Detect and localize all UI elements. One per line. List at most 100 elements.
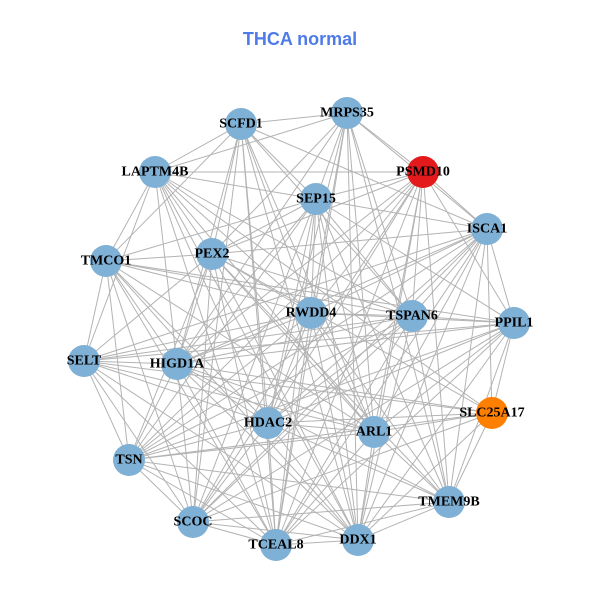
node-circle bbox=[331, 97, 363, 129]
edge-ppil1-arl1 bbox=[373, 322, 515, 433]
edge-tmco1-rwdd4 bbox=[105, 260, 312, 314]
edge-slc25a17-tsn bbox=[128, 412, 493, 461]
edge-scfd1-isca1 bbox=[240, 123, 488, 230]
edge-mrps35-psmd10 bbox=[346, 112, 424, 173]
edge-selt-ddx1 bbox=[83, 360, 359, 541]
edge-rwdd4-selt bbox=[83, 312, 312, 362]
node-circle bbox=[90, 245, 122, 277]
edge-ppil1-selt bbox=[83, 322, 515, 362]
node-slc25a17[interactable]: SLC25A17 bbox=[459, 397, 525, 429]
node-label: TMEM9B bbox=[418, 495, 479, 510]
edge-tsn-ddx1 bbox=[128, 459, 359, 541]
edge-higd1a-arl1 bbox=[176, 363, 375, 433]
edge-tmem9b-tceal8 bbox=[275, 501, 450, 546]
edge-arl1-tceal8 bbox=[275, 431, 375, 546]
node-tceal8[interactable]: TCEAL8 bbox=[248, 529, 304, 561]
edge-pex2-scoc bbox=[192, 253, 213, 523]
node-circle bbox=[225, 108, 257, 140]
node-tspan6[interactable]: TSPAN6 bbox=[386, 300, 438, 332]
edge-mrps35-hdac2 bbox=[267, 112, 348, 424]
node-circle bbox=[177, 506, 209, 538]
node-label: ARL1 bbox=[356, 425, 393, 440]
node-tmco1[interactable]: TMCO1 bbox=[81, 245, 132, 277]
node-label: TSN bbox=[115, 453, 142, 468]
edge-mrps35-pex2 bbox=[211, 112, 348, 255]
node-psmd10[interactable]: PSMD10 bbox=[396, 156, 450, 188]
edge-tmco1-tspan6 bbox=[105, 260, 413, 317]
node-circle bbox=[139, 156, 171, 188]
node-ddx1[interactable]: DDX1 bbox=[339, 524, 377, 556]
edge-sep15-tmco1 bbox=[105, 198, 317, 262]
edge-sep15-scoc bbox=[192, 198, 317, 523]
edge-tmco1-scoc bbox=[105, 260, 194, 523]
node-tmem9b[interactable]: TMEM9B bbox=[418, 486, 480, 518]
edge-tmco1-ppil1 bbox=[105, 260, 515, 324]
edge-scfd1-tspan6 bbox=[240, 123, 413, 317]
edge-higd1a-ddx1 bbox=[176, 363, 359, 541]
edge-tmem9b-scoc bbox=[192, 501, 450, 523]
edge-psmd10-scoc bbox=[192, 171, 424, 523]
edge-isca1-hdac2 bbox=[267, 228, 488, 424]
node-pex2[interactable]: PEX2 bbox=[195, 238, 230, 270]
edge-tmco1-tsn bbox=[105, 260, 130, 461]
edge-rwdd4-tceal8 bbox=[275, 312, 312, 546]
node-scfd1[interactable]: SCFD1 bbox=[219, 108, 263, 140]
edge-tspan6-tmem9b bbox=[411, 315, 450, 503]
node-circle bbox=[196, 238, 228, 270]
edge-slc25a17-scoc bbox=[192, 412, 493, 523]
edge-psmd10-rwdd4 bbox=[310, 171, 424, 314]
edge-scfd1-pex2 bbox=[211, 123, 242, 255]
node-isca1[interactable]: ISCA1 bbox=[467, 213, 507, 245]
node-tsn[interactable]: TSN bbox=[113, 444, 145, 476]
edge-arl1-tsn bbox=[128, 431, 375, 461]
edge-higd1a-tmem9b bbox=[176, 363, 450, 503]
node-hdac2[interactable]: HDAC2 bbox=[244, 407, 292, 439]
edge-tspan6-tsn bbox=[128, 315, 413, 461]
node-label: SLC25A17 bbox=[459, 406, 524, 421]
node-sep15[interactable]: SEP15 bbox=[296, 183, 336, 215]
edge-mrps35-scfd1 bbox=[240, 112, 348, 125]
edge-tspan6-scoc bbox=[192, 315, 413, 523]
node-circle bbox=[476, 397, 508, 429]
edge-isca1-selt bbox=[83, 228, 488, 362]
edge-mrps35-rwdd4 bbox=[310, 112, 348, 314]
edge-pex2-ddx1 bbox=[211, 253, 359, 541]
edge-scfd1-arl1 bbox=[240, 123, 375, 433]
node-selt[interactable]: SELT bbox=[67, 345, 102, 377]
edge-sep15-tsn bbox=[128, 198, 317, 461]
edge-scfd1-tceal8 bbox=[240, 123, 277, 546]
node-laptm4b[interactable]: LAPTM4B bbox=[122, 156, 189, 188]
node-rwdd4[interactable]: RWDD4 bbox=[286, 297, 337, 329]
edge-higd1a-hdac2 bbox=[176, 363, 269, 424]
edge-isca1-scoc bbox=[192, 228, 488, 523]
edge-tspan6-higd1a bbox=[176, 315, 413, 365]
node-mrps35[interactable]: MRPS35 bbox=[320, 97, 374, 129]
edge-scfd1-laptm4b bbox=[154, 123, 242, 173]
node-circle bbox=[68, 345, 100, 377]
node-label: PPIL1 bbox=[495, 316, 534, 331]
edge-pex2-selt bbox=[83, 253, 213, 362]
edge-isca1-ddx1 bbox=[357, 228, 488, 541]
node-circle bbox=[300, 183, 332, 215]
edge-selt-tsn bbox=[83, 360, 130, 461]
edge-sep15-tspan6 bbox=[315, 198, 413, 317]
edge-mrps35-ddx1 bbox=[346, 112, 359, 541]
edge-tmem9b-ddx1 bbox=[357, 501, 450, 541]
node-label: HIGD1A bbox=[150, 357, 205, 372]
edge-scfd1-sep15 bbox=[240, 123, 317, 200]
node-circle bbox=[471, 213, 503, 245]
node-ppil1[interactable]: PPIL1 bbox=[495, 307, 534, 339]
edge-rwdd4-arl1 bbox=[310, 312, 375, 433]
edge-tsn-tceal8 bbox=[128, 459, 277, 546]
node-label: PEX2 bbox=[195, 247, 230, 262]
edge-sep15-pex2 bbox=[211, 198, 317, 255]
node-arl1[interactable]: ARL1 bbox=[356, 416, 393, 448]
edge-psmd10-sep15 bbox=[315, 171, 424, 200]
edge-higd1a-tsn bbox=[128, 363, 178, 461]
edge-isca1-ppil1 bbox=[486, 228, 515, 324]
node-higd1a[interactable]: HIGD1A bbox=[150, 348, 205, 380]
edge-laptm4b-hdac2 bbox=[154, 171, 269, 424]
node-scoc[interactable]: SCOC bbox=[174, 506, 213, 538]
